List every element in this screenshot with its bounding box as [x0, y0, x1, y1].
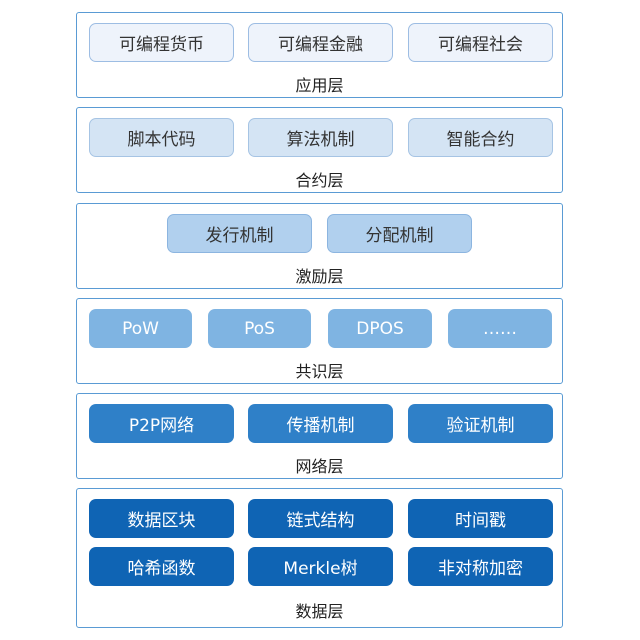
incentive-layer-label: 激励层: [295, 267, 344, 286]
timestamp-box: 时间戳: [408, 499, 553, 538]
distribution-mechanism-box: 分配机制: [327, 214, 472, 253]
programmable-currency-box: 可编程货币: [89, 23, 234, 62]
smart-contract-box: 智能合约: [408, 118, 553, 157]
ellipsis-box: ……: [448, 309, 552, 348]
incentive-layer: 发行机制 分配机制 激励层: [76, 203, 563, 289]
application-layer-label: 应用层: [295, 76, 344, 95]
data-block-box: 数据区块: [89, 499, 234, 538]
consensus-layer-label: 共识层: [295, 362, 344, 381]
dpos-box: DPOS: [328, 309, 432, 348]
merkle-tree-box: Merkle树: [248, 547, 393, 586]
data-layer: 数据区块 链式结构 时间戳 哈希函数 Merkle树 非对称加密 数据层: [76, 488, 563, 628]
verification-mechanism-box: 验证机制: [408, 404, 553, 443]
programmable-society-box: 可编程社会: [408, 23, 553, 62]
network-layer: P2P网络 传播机制 验证机制 网络层: [76, 393, 563, 479]
propagation-mechanism-box: 传播机制: [248, 404, 393, 443]
application-layer: 可编程货币 可编程金融 可编程社会 应用层: [76, 12, 563, 98]
issuance-mechanism-box: 发行机制: [167, 214, 312, 253]
chain-structure-box: 链式结构: [248, 499, 393, 538]
script-code-box: 脚本代码: [89, 118, 234, 157]
programmable-finance-box: 可编程金融: [248, 23, 393, 62]
pos-box: PoS: [208, 309, 311, 348]
pow-box: PoW: [89, 309, 192, 348]
contract-layer: 脚本代码 算法机制 智能合约 合约层: [76, 107, 563, 193]
network-layer-label: 网络层: [295, 457, 344, 476]
data-layer-label: 数据层: [295, 602, 344, 621]
consensus-layer: PoW PoS DPOS …… 共识层: [76, 298, 563, 384]
p2p-network-box: P2P网络: [89, 404, 234, 443]
hash-function-box: 哈希函数: [89, 547, 234, 586]
contract-layer-label: 合约层: [295, 171, 344, 190]
algorithm-mechanism-box: 算法机制: [248, 118, 393, 157]
asymmetric-encryption-box: 非对称加密: [408, 547, 553, 586]
